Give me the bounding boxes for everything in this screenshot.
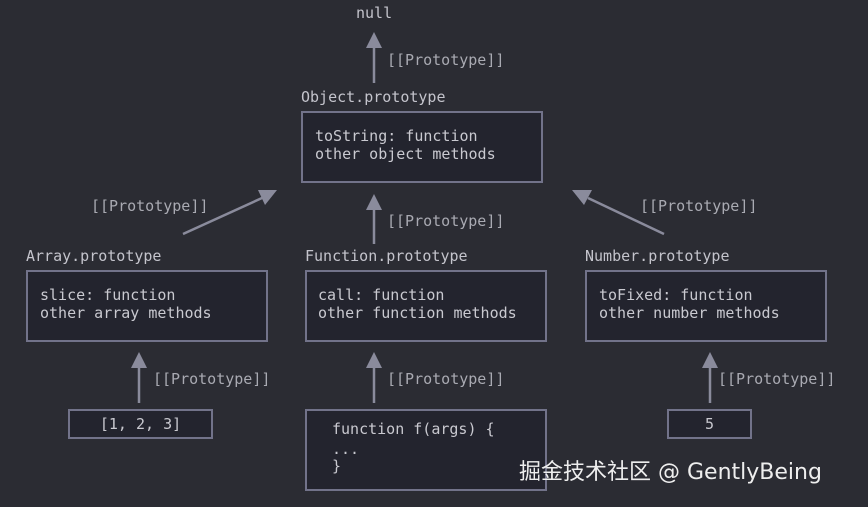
object-prototype-line-2: other object methods [315,145,496,163]
prototype-link-label-function-instance: [[Prototype]] [387,370,505,388]
prototype-link-label-function-object: [[Prototype]] [387,212,505,230]
prototype-link-label-object-null: [[Prototype]] [387,51,505,69]
watermark: 掘金技术社区 @ GentlyBeing [519,460,822,485]
array-instance-box: [1, 2, 3] [68,409,213,439]
number-instance-value: 5 [704,415,715,433]
prototype-link-label-number-object: [[Prototype]] [640,197,758,215]
function-prototype-box: call: function other function methods [305,270,547,342]
function-instance-line-2: ... [332,440,360,458]
function-prototype-line-1: call: function [318,286,445,304]
arrow-array-to-object [182,196,263,236]
array-instance-value: [1, 2, 3] [99,415,182,433]
array-prototype-box: slice: function other array methods [26,270,268,342]
arrow-number-to-object [587,196,665,236]
object-prototype-line-1: toString: function [315,127,478,145]
function-prototype-title: Function.prototype [305,247,468,265]
prototype-link-label-number-instance: [[Prototype]] [718,370,836,388]
number-prototype-line-1: toFixed: function [599,286,753,304]
array-prototype-line-1: slice: function [40,286,176,304]
function-instance-line-3: } [332,457,342,475]
number-prototype-line-2: other number methods [599,304,780,322]
arrow-object-to-null-head [366,32,382,48]
arrow-array-to-object-head [258,190,277,205]
null-label: null [356,4,393,22]
array-prototype-line-2: other array methods [40,304,212,322]
arrow-function-to-object-head [366,194,382,210]
object-prototype-title: Object.prototype [301,88,446,106]
number-prototype-title: Number.prototype [585,247,730,265]
number-prototype-box: toFixed: function other number methods [585,270,827,342]
function-instance-line-1: function f(args) { [332,420,495,438]
number-instance-box: 5 [667,409,752,439]
object-prototype-box: toString: function other object methods [301,111,543,183]
arrow-array-instance-head [131,352,147,368]
arrow-number-to-object-head [572,190,592,205]
array-prototype-title: Array.prototype [26,247,162,265]
prototype-link-label-array-object: [[Prototype]] [91,197,209,215]
arrow-function-instance-head [366,352,382,368]
arrow-number-instance-head [702,352,718,368]
function-instance-box: function f(args) { ... } [305,409,547,491]
function-prototype-line-2: other function methods [318,304,517,322]
prototype-link-label-array-instance: [[Prototype]] [153,370,271,388]
